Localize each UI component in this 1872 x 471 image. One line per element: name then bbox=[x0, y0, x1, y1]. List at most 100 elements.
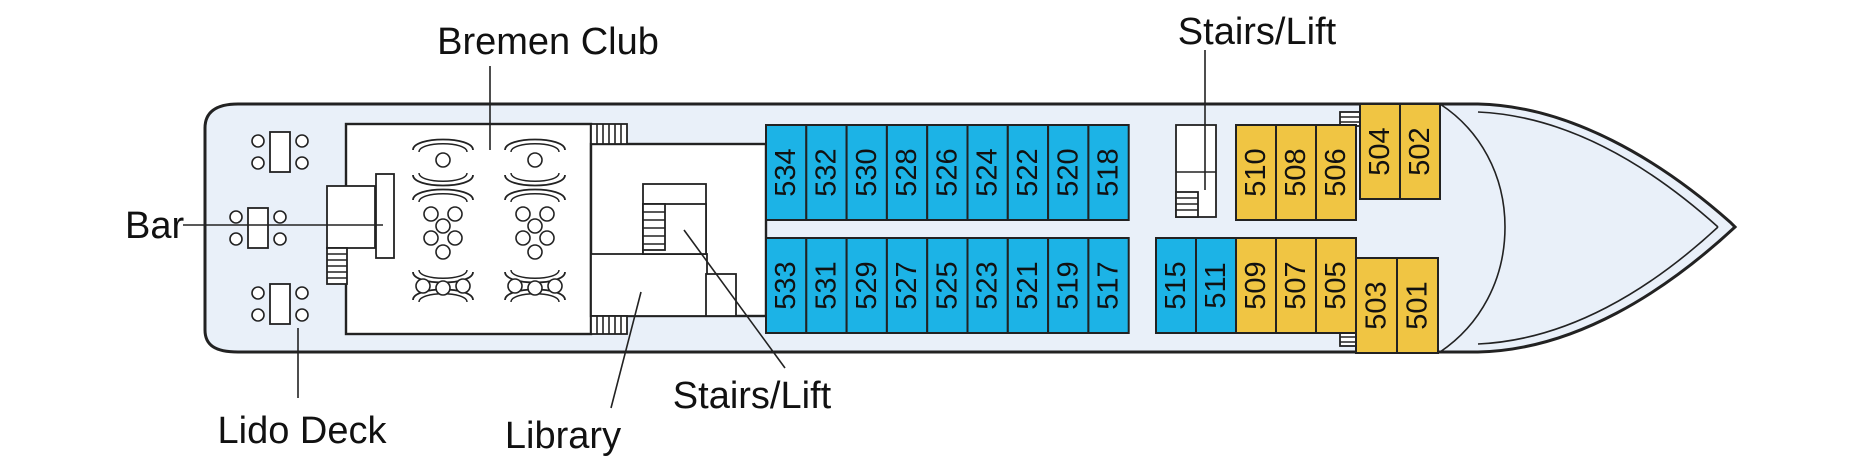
cabin-number: 520 bbox=[1052, 148, 1084, 196]
cabin-520: 520 bbox=[1047, 124, 1090, 221]
cabin-517: 517 bbox=[1087, 237, 1130, 334]
cabin-515: 515 bbox=[1155, 237, 1197, 334]
chair bbox=[435, 152, 451, 168]
cabin-507: 507 bbox=[1275, 237, 1317, 334]
cabin-number: 510 bbox=[1240, 148, 1272, 196]
cabin-521: 521 bbox=[1006, 237, 1050, 334]
label-stairs-lift-top: Stairs/Lift bbox=[1178, 11, 1337, 53]
leader-library bbox=[610, 291, 642, 409]
cabin-524: 524 bbox=[966, 124, 1009, 221]
chair bbox=[435, 218, 451, 234]
sofa bbox=[412, 172, 474, 187]
cabin-number: 533 bbox=[770, 261, 802, 309]
chair bbox=[527, 218, 543, 234]
chair bbox=[527, 152, 543, 168]
cabin-522: 522 bbox=[1006, 124, 1050, 221]
cabin-503: 503 bbox=[1355, 257, 1398, 354]
bow-steps-top bbox=[1339, 111, 1363, 127]
label-bremen-club: Bremen Club bbox=[437, 21, 659, 63]
cabin-number: 508 bbox=[1280, 148, 1312, 196]
chair bbox=[507, 278, 523, 294]
cabin-526: 526 bbox=[926, 124, 969, 221]
cabin-number: 527 bbox=[891, 261, 923, 309]
chair bbox=[527, 244, 543, 260]
chair bbox=[415, 278, 431, 294]
bow-inner-wall bbox=[1439, 103, 1506, 353]
leader-stairs-lift-bottom bbox=[683, 229, 786, 369]
cabin-number: 506 bbox=[1320, 148, 1352, 196]
cabin-number: 519 bbox=[1052, 261, 1084, 309]
cabin-number: 529 bbox=[851, 261, 883, 309]
cabin-501: 501 bbox=[1396, 257, 1439, 354]
cabin-527: 527 bbox=[885, 237, 929, 334]
chair bbox=[539, 206, 555, 222]
lido-table bbox=[251, 131, 309, 173]
bar-counter bbox=[326, 185, 376, 249]
cabin-number: 502 bbox=[1404, 127, 1436, 175]
cabin-number: 528 bbox=[891, 148, 923, 196]
bar-counter-top bbox=[375, 173, 395, 259]
lido-table bbox=[251, 283, 309, 325]
cabin-number: 532 bbox=[810, 148, 842, 196]
chair bbox=[515, 206, 531, 222]
library-room bbox=[590, 253, 708, 317]
cabin-506: 506 bbox=[1315, 124, 1357, 221]
bow-line bbox=[1477, 226, 1719, 345]
cabin-509: 509 bbox=[1235, 237, 1277, 334]
cabin-number: 505 bbox=[1320, 261, 1352, 309]
label-bar: Bar bbox=[125, 205, 184, 247]
cabin-519: 519 bbox=[1047, 237, 1090, 334]
forward-stairs-icon bbox=[1175, 191, 1199, 218]
chair bbox=[515, 230, 531, 246]
cabin-number: 525 bbox=[931, 261, 963, 309]
cabin-number: 531 bbox=[810, 261, 842, 309]
cabin-number: 534 bbox=[770, 148, 802, 196]
cabin-502: 502 bbox=[1399, 103, 1441, 200]
chair bbox=[447, 206, 463, 222]
cabin-508: 508 bbox=[1275, 124, 1317, 221]
cabin-528: 528 bbox=[885, 124, 929, 221]
chair bbox=[547, 278, 563, 294]
cabin-534: 534 bbox=[765, 124, 808, 221]
sofa bbox=[504, 172, 566, 187]
cabin-number: 509 bbox=[1240, 261, 1272, 309]
cabin-504: 504 bbox=[1359, 103, 1401, 200]
lower-steps bbox=[590, 315, 628, 335]
club-seating bbox=[412, 138, 566, 303]
cabin-510: 510 bbox=[1235, 124, 1277, 221]
chair bbox=[435, 244, 451, 260]
cabin-number: 521 bbox=[1012, 261, 1044, 309]
cabin-number: 517 bbox=[1093, 261, 1125, 309]
cabin-518: 518 bbox=[1087, 124, 1130, 221]
cabin-number: 518 bbox=[1093, 148, 1125, 196]
upper-steps bbox=[590, 123, 628, 145]
stairs-icon bbox=[642, 203, 666, 251]
cabin-number: 507 bbox=[1280, 261, 1312, 309]
cabin-number: 504 bbox=[1364, 127, 1396, 175]
cabin-number: 511 bbox=[1200, 262, 1232, 308]
bar-stairs bbox=[326, 247, 348, 285]
sofa bbox=[504, 188, 566, 203]
cabin-533: 533 bbox=[765, 237, 808, 334]
cabin-532: 532 bbox=[805, 124, 848, 221]
label-library: Library bbox=[505, 415, 621, 457]
chair bbox=[527, 280, 543, 296]
cabin-523: 523 bbox=[966, 237, 1009, 334]
cabin-531: 531 bbox=[805, 237, 848, 334]
chair bbox=[455, 278, 471, 294]
cabin-number: 523 bbox=[972, 261, 1004, 309]
lido-table bbox=[229, 207, 287, 249]
sofa bbox=[412, 138, 474, 153]
cabin-number: 501 bbox=[1402, 281, 1434, 329]
chair bbox=[435, 280, 451, 296]
bow-line bbox=[1477, 111, 1719, 228]
chair bbox=[423, 230, 439, 246]
cabin-number: 522 bbox=[1012, 148, 1044, 196]
cabin-530: 530 bbox=[845, 124, 888, 221]
cabin-525: 525 bbox=[926, 237, 969, 334]
cabin-529: 529 bbox=[845, 237, 888, 334]
cabin-number: 515 bbox=[1160, 261, 1192, 309]
lido-tables bbox=[229, 131, 309, 325]
